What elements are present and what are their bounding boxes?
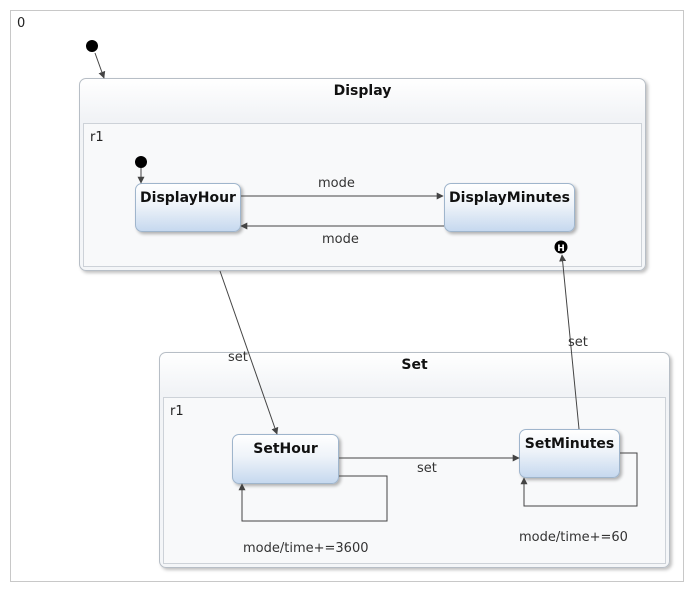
set-region-label: r1 [170, 404, 184, 419]
set-region-r1: r1 [163, 397, 666, 564]
transition-sethour-to-setminutes-label: set [417, 461, 437, 476]
transition-setminutes-self-label: mode/time+=60 [519, 530, 628, 545]
transition-minutes-to-hour-label: mode [322, 232, 359, 247]
transition-setminutes-to-history-label: set [568, 335, 588, 350]
history-pseudostate[interactable]: H [554, 240, 568, 255]
transition-sethour-self[interactable] [238, 475, 388, 522]
transition-setminutes-self[interactable] [520, 452, 638, 507]
root-initial-transition[interactable] [94, 52, 106, 79]
state-set-hour-label: SetHour [253, 441, 318, 457]
transition-display-to-sethour[interactable] [219, 270, 279, 435]
state-display-hour-label: DisplayHour [140, 190, 236, 206]
state-set-title: Set [401, 357, 428, 373]
transition-hour-to-minutes-label: mode [318, 176, 355, 191]
transition-sethour-self-label: mode/time+=3600 [243, 541, 369, 556]
display-region-label: r1 [90, 130, 104, 145]
state-display-hour[interactable]: DisplayHour [135, 183, 241, 232]
state-set-minutes[interactable]: SetMinutes [519, 429, 620, 478]
root-region-label: 0 [17, 16, 26, 31]
state-set-hour[interactable]: SetHour [232, 434, 339, 484]
state-set-minutes-label: SetMinutes [524, 436, 615, 452]
state-display-title: Display [333, 83, 392, 99]
history-glyph: H [557, 244, 565, 254]
display-initial-pseudostate[interactable] [135, 156, 147, 168]
transition-setminutes-to-history[interactable] [559, 254, 580, 430]
state-set[interactable]: Set r1 [159, 352, 670, 568]
transition-display-to-sethour-label: set [228, 350, 248, 365]
state-display-minutes[interactable]: DisplayMinutes [444, 183, 575, 232]
root-initial-pseudostate[interactable] [86, 40, 98, 52]
state-display-minutes-label: DisplayMinutes [449, 190, 570, 206]
